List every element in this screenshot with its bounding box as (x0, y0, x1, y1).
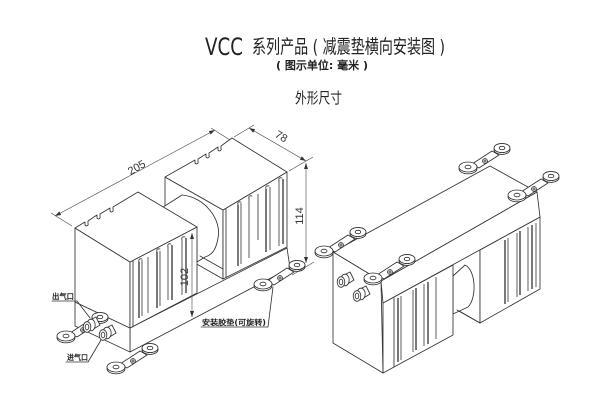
upright-pump-view: 205 78 114 102 出气口 进气口 安装胶垫(可旋转) (50, 124, 315, 375)
dimension-overall-height: 114 (291, 163, 315, 276)
section-title: 外形尺寸 (295, 89, 342, 107)
header: VCC 系列产品 ( 减震垫横向安装图 ) ( 图示单位: 毫米 ) 外形尺寸 (205, 33, 445, 107)
inverted-motor-cylinder (452, 264, 475, 315)
callout-air-inlet: 进气口 (65, 339, 102, 363)
inverted-front-cooling-fins (397, 277, 437, 362)
inverted-front-pump-head (382, 264, 454, 374)
inverted-rear-cooling-fins (504, 223, 537, 304)
rear-cooling-fins (237, 177, 284, 266)
callout-mounting-pad: 安装胶垫(可旋转) (200, 286, 274, 328)
units-subtitle: ( 图示单位: 毫米 ) (276, 58, 368, 72)
front-cooling-fins (138, 236, 187, 318)
air-outlet-label: 出气口 (52, 291, 74, 301)
dimension-width-value: 78 (273, 129, 290, 146)
dimension-width: 78 (233, 124, 314, 172)
dimension-length-value: 205 (126, 158, 148, 178)
air-inlet-label: 进气口 (67, 352, 88, 362)
dimension-body-height-value: 102 (179, 268, 191, 286)
title-model: VCC (205, 33, 243, 61)
mounting-pad-label: 安装胶垫(可旋转) (202, 317, 266, 327)
dimension-overall-height-value: 114 (294, 207, 306, 225)
title-text: 系列产品 ( 减震垫横向安装图 ) (252, 36, 445, 58)
inverted-pump-view (314, 142, 560, 374)
callout-air-outlet: 出气口 (51, 291, 91, 319)
dimension-body-height: 102 (179, 233, 194, 317)
